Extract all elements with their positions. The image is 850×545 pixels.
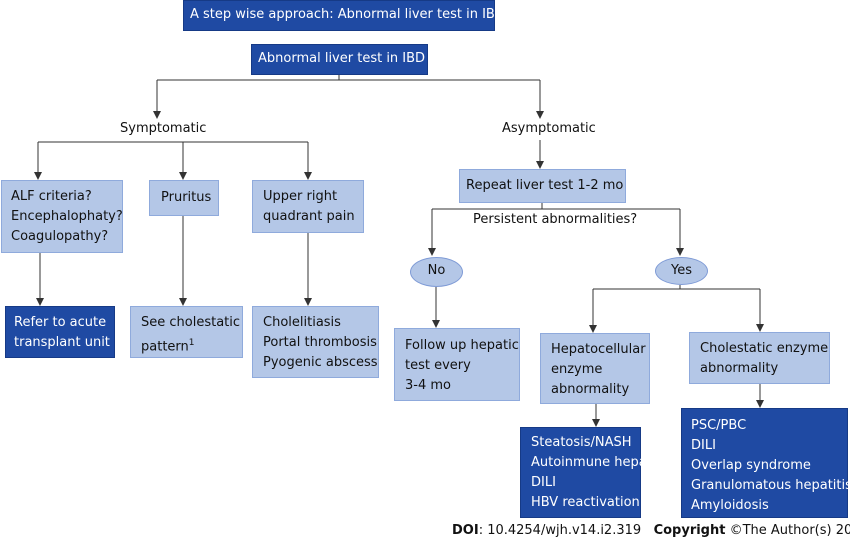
follow-up-node: Follow up hepatic test every 3-4 mo bbox=[394, 328, 520, 401]
diagram-title-text: A step wise approach: Abnormal liver tes… bbox=[190, 7, 505, 22]
cause-overlap-syndrome: Overlap syndrome bbox=[691, 458, 811, 473]
cholestatic-pattern-line-1: See cholestatic bbox=[141, 315, 241, 330]
cholestatic-pattern-line-2: pattern1 bbox=[141, 333, 232, 357]
repeat-liver-test-text: Repeat liver test 1-2 mo bbox=[466, 178, 624, 193]
repeat-liver-test-node: Repeat liver test 1-2 mo bbox=[459, 169, 626, 203]
cholestatic-line-2: abnormality bbox=[700, 361, 779, 376]
alf-line-2: Encephalophaty? bbox=[11, 209, 123, 224]
upper-right-pain-node: Upper right quadrant pain bbox=[252, 180, 364, 233]
hepatocellular-line-2: enzyme bbox=[551, 362, 603, 377]
cause-steatosis: Steatosis/NASH bbox=[531, 435, 632, 450]
cholestatic-pattern-text: pattern bbox=[141, 339, 189, 355]
hepatocellular-causes-node: Steatosis/NASH Autoinmune hepatitis DILI… bbox=[520, 427, 671, 518]
yes-decision: Yes bbox=[655, 257, 708, 285]
cause-granulomatous-hepatitis: Granulomatous hepatitis bbox=[691, 478, 850, 493]
copyright-value: ©The Author(s) 2022. bbox=[729, 523, 850, 538]
root-node-text: Abnormal liver test in IBD bbox=[258, 51, 426, 66]
cause-amyloidosis: Amyloidosis bbox=[691, 498, 769, 513]
yes-decision-text: Yes bbox=[671, 263, 692, 278]
cause-pyogenic-abscess: Pyogenic abscess bbox=[263, 355, 378, 370]
hepatocellular-node: Hepatocellular enzyme abnormality bbox=[540, 333, 650, 404]
hepatocellular-line-1: Hepatocellular bbox=[551, 342, 646, 357]
cause-dili: DILI bbox=[531, 475, 556, 490]
hepatocellular-line-3: abnormality bbox=[551, 382, 630, 397]
doi-label: DOI bbox=[452, 523, 479, 538]
cause-cholelitiasis: Cholelitiasis bbox=[263, 315, 341, 330]
copyright-label: Copyright bbox=[653, 523, 726, 538]
biliary-causes-node: Cholelitiasis Portal thrombosis Pyogenic… bbox=[252, 306, 379, 378]
follow-up-line-2: test every bbox=[405, 358, 471, 373]
cause-autoimmune-hepatitis: Autoinmune hepatitis bbox=[531, 455, 671, 470]
refer-line-1: Refer to acute bbox=[14, 315, 107, 330]
pruritus-text: Pruritus bbox=[161, 190, 212, 205]
persistent-question-label: Persistent abnormalities? bbox=[473, 212, 638, 227]
refer-line-2: transplant unit bbox=[14, 335, 110, 350]
doi-value: : 10.4254/wjh.v14.i2.319 bbox=[478, 523, 642, 538]
cholestatic-enzyme-node: Cholestatic enzyme abnormality bbox=[689, 332, 830, 384]
cholestatic-pattern-node: See cholestatic pattern1 bbox=[130, 306, 243, 358]
root-node: Abnormal liver test in IBD bbox=[251, 44, 428, 75]
alf-line-1: ALF criteria? bbox=[11, 189, 92, 204]
symptomatic-label: Symptomatic bbox=[120, 121, 207, 136]
follow-up-line-1: Follow up hepatic bbox=[405, 338, 519, 353]
no-decision-text: No bbox=[427, 263, 446, 278]
cause-portal-thrombosis: Portal thrombosis bbox=[263, 335, 377, 350]
no-decision: No bbox=[410, 257, 463, 287]
cholestatic-causes-node: PSC/PBC DILI Overlap syndrome Granulomat… bbox=[681, 408, 850, 518]
refer-transplant-node: Refer to acute transplant unit bbox=[5, 306, 115, 358]
alf-line-3: Coagulopathy? bbox=[11, 229, 109, 244]
citation-footer: DOI: 10.4254/wjh.v14.i2.319 Copyright ©T… bbox=[452, 523, 850, 538]
upper-right-line-2: quadrant pain bbox=[263, 209, 355, 224]
footnote-marker: 1 bbox=[188, 338, 195, 348]
follow-up-line-3: 3-4 mo bbox=[405, 378, 451, 393]
cause-dili-cholestatic: DILI bbox=[691, 438, 716, 453]
alf-criteria-node: ALF criteria? Encephalophaty? Coagulopat… bbox=[1, 180, 123, 253]
diagram-title: A step wise approach: Abnormal liver tes… bbox=[183, 0, 505, 31]
cause-hbv-reactivation: HBV reactivation bbox=[531, 495, 640, 510]
upper-right-line-1: Upper right bbox=[263, 189, 338, 204]
cholestatic-line-1: Cholestatic enzyme bbox=[700, 341, 829, 356]
pruritus-node: Pruritus bbox=[149, 180, 219, 216]
asymptomatic-label: Asymptomatic bbox=[502, 121, 596, 136]
cause-psc-pbc: PSC/PBC bbox=[691, 418, 747, 433]
